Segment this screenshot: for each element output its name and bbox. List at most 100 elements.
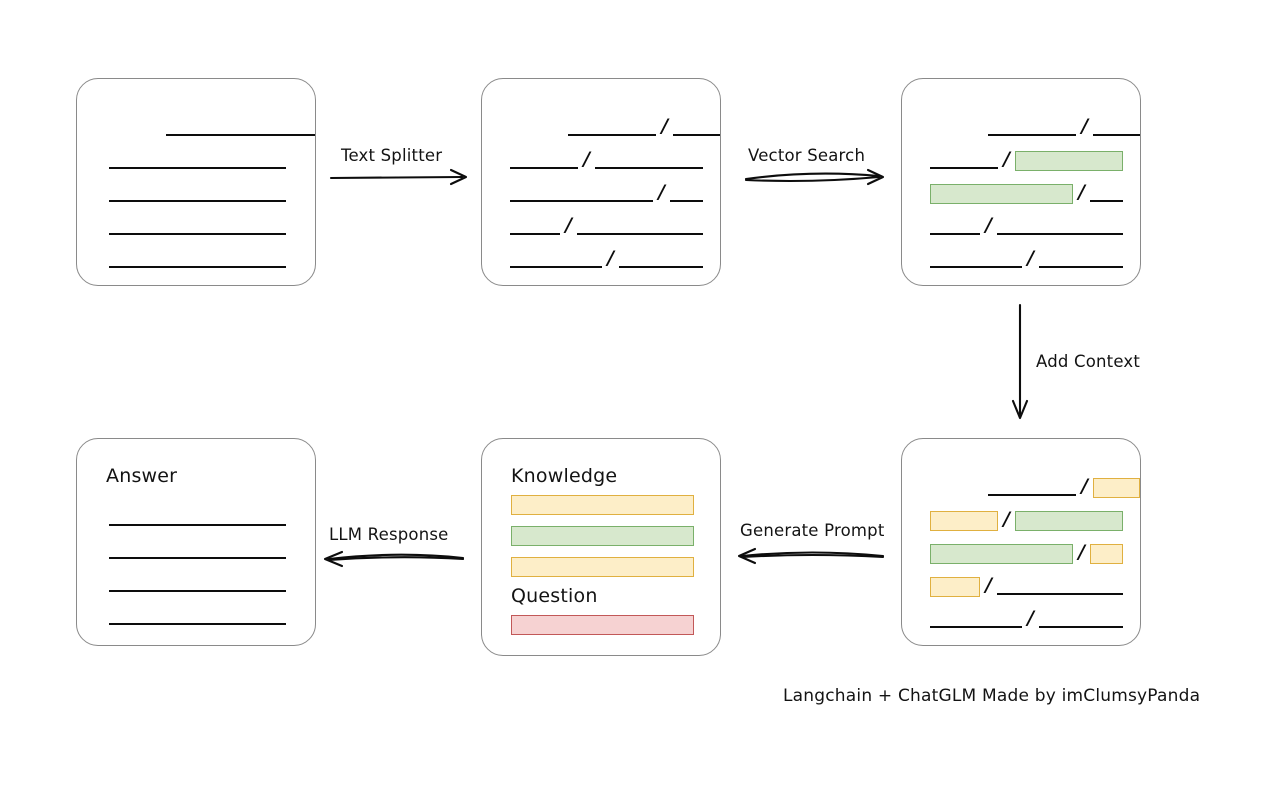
text-line-segment	[510, 233, 560, 235]
source-document-box[interactable]	[76, 78, 316, 286]
chunk-separator: /	[1027, 606, 1034, 629]
text-line-segment	[109, 167, 286, 169]
prompt-bar-row	[511, 494, 720, 516]
chunk-separator: /	[1003, 507, 1010, 530]
text-line-segment	[1038, 266, 1123, 268]
text-line-segment	[568, 134, 657, 136]
edge-label-generate-prompt: Generate Prompt	[740, 521, 885, 540]
text-line-segment	[988, 134, 1077, 136]
text-line-segment	[618, 266, 703, 268]
highlighted-chunk-green	[1014, 151, 1123, 171]
document-line	[109, 150, 315, 172]
document-line	[109, 216, 315, 238]
text-line-segment	[930, 626, 1022, 628]
document-line: /	[510, 248, 720, 271]
document-line: /	[510, 114, 720, 139]
text-line-segment	[1089, 200, 1123, 202]
text-line-segment	[930, 266, 1022, 268]
matched-chunks-box[interactable]: / / / / /	[901, 78, 1141, 286]
document-line	[109, 573, 315, 595]
text-line-segment	[109, 266, 286, 268]
highlighted-chunk-green	[1014, 511, 1123, 531]
text-line-segment	[109, 524, 286, 526]
source-document-rows	[77, 79, 315, 285]
document-line	[109, 183, 315, 205]
text-line-segment	[930, 233, 980, 235]
prompt-bar-row	[511, 556, 720, 578]
document-line: /	[510, 180, 720, 205]
text-line-segment	[109, 623, 286, 625]
prompt-bar-green	[511, 526, 694, 546]
document-line: /	[930, 476, 1140, 499]
text-line-segment	[594, 167, 703, 169]
chunks-with-context-rows: / / / / /	[902, 439, 1140, 645]
vector-search-arrow	[744, 168, 885, 186]
text-line-segment	[510, 167, 578, 169]
text-line-segment	[988, 494, 1077, 496]
add-context-arrow	[1011, 303, 1029, 420]
highlighted-chunk-yellow	[930, 511, 998, 531]
document-line: /	[930, 215, 1140, 238]
chunk-separator: /	[658, 180, 665, 203]
text-line-segment	[109, 590, 286, 592]
split-chunks-box[interactable]: / / / / /	[481, 78, 721, 286]
text-line-segment	[996, 233, 1123, 235]
document-line: /	[930, 248, 1140, 271]
answer-box[interactable]: Answer	[76, 438, 316, 646]
edge-label-add-context: Add Context	[1036, 352, 1141, 371]
text-line-segment	[109, 233, 286, 235]
matched-chunks-rows: / / / / /	[902, 79, 1140, 285]
document-line: /	[930, 575, 1140, 598]
document-line	[109, 606, 315, 628]
document-line: /	[510, 147, 720, 172]
chunk-separator: /	[565, 213, 572, 236]
chunk-separator: /	[1078, 540, 1085, 563]
chunk-separator: /	[661, 114, 669, 137]
highlighted-chunk-yellow	[1089, 544, 1123, 564]
highlighted-chunk-yellow	[930, 577, 980, 597]
chunk-separator: /	[583, 147, 590, 170]
text-splitter-arrow	[329, 168, 468, 186]
document-line	[109, 117, 315, 139]
chunk-separator: /	[1081, 114, 1089, 137]
document-line: /	[930, 540, 1140, 565]
answer-heading: Answer	[106, 465, 178, 487]
document-line: /	[930, 180, 1140, 205]
text-line-segment	[109, 200, 286, 202]
answer-rows	[77, 439, 315, 645]
edge-label-llm-response: LLM Response	[329, 525, 449, 544]
highlighted-chunk-yellow	[1093, 478, 1140, 498]
document-line	[109, 540, 315, 562]
prompt-bar-red	[511, 615, 694, 635]
text-line-segment	[510, 266, 602, 268]
llm-response-arrow	[323, 550, 465, 568]
edge-label-vector-search: Vector Search	[748, 146, 866, 165]
question-heading: Question	[511, 585, 598, 607]
prompt-bar-row	[511, 525, 720, 547]
split-chunks-rows: / / / / /	[482, 79, 720, 285]
text-line-segment	[166, 134, 315, 136]
prompt-bar-yellow	[511, 495, 694, 515]
prompt-box[interactable]: Knowledge Question	[481, 438, 721, 656]
prompt-bar-row	[511, 614, 720, 636]
chunks-with-context-box[interactable]: / / / / /	[901, 438, 1141, 646]
document-line: /	[930, 149, 1140, 172]
chunk-separator: /	[1078, 180, 1085, 203]
generate-prompt-arrow	[737, 547, 885, 565]
text-line-segment	[1038, 626, 1123, 628]
text-line-segment	[576, 233, 703, 235]
knowledge-heading: Knowledge	[511, 465, 618, 487]
text-line-segment	[1093, 134, 1140, 136]
text-line-segment	[669, 200, 703, 202]
document-line: /	[930, 606, 1140, 631]
prompt-bar-yellow	[511, 557, 694, 577]
edge-label-text-splitter: Text Splitter	[341, 146, 443, 165]
document-line	[109, 249, 315, 271]
footer-credit: Langchain + ChatGLM Made by imClumsyPand…	[783, 686, 1201, 706]
highlighted-chunk-green	[930, 544, 1073, 564]
text-line-segment	[510, 200, 653, 202]
highlighted-chunk-green	[930, 184, 1073, 204]
question-bars	[482, 439, 720, 655]
knowledge-bars	[482, 439, 720, 655]
